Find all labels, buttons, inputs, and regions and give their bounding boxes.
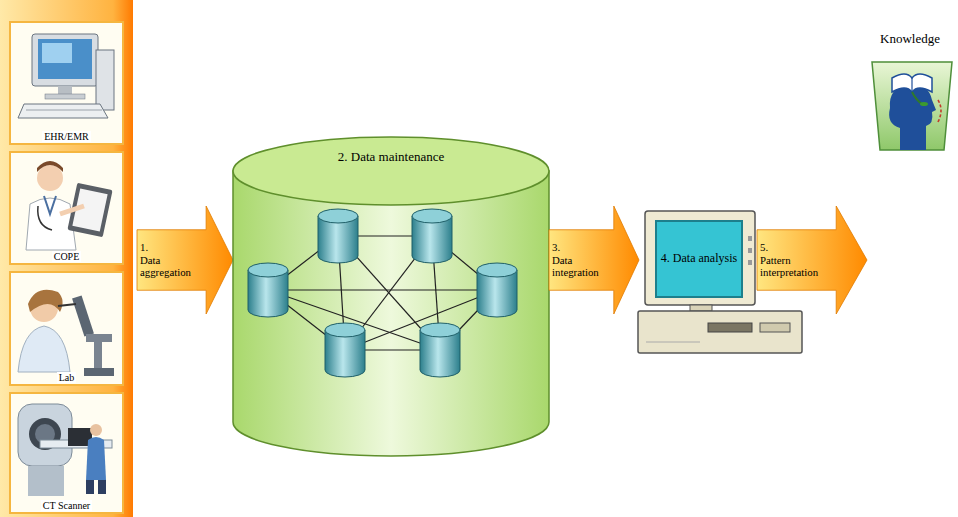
step-label: Knowledge bbox=[880, 32, 940, 47]
step-label: 4. Data analysis bbox=[661, 252, 737, 266]
database-cylinder bbox=[318, 209, 358, 263]
step-label: 2. Data maintenance bbox=[338, 150, 444, 165]
database-cylinder-main: 2. Data maintenance bbox=[232, 136, 550, 458]
arrow-shape bbox=[549, 206, 639, 314]
source-tile: CT Scanner bbox=[10, 393, 123, 513]
source-caption: EHR/EMR bbox=[42, 131, 90, 143]
source-caption: COPE bbox=[52, 251, 82, 263]
database-cylinder bbox=[325, 323, 365, 377]
mesh-lines bbox=[268, 236, 497, 350]
ehr-illustration bbox=[10, 22, 123, 144]
analysis-screen: 4. Data analysis bbox=[655, 220, 743, 298]
arrow-shape bbox=[757, 206, 867, 314]
source-panel bbox=[0, 0, 133, 517]
arrow-shape bbox=[137, 206, 233, 314]
database-cylinder bbox=[412, 209, 452, 263]
database-cylinder bbox=[477, 263, 517, 317]
source-tile: COPE bbox=[10, 152, 123, 264]
source-tile: Lab bbox=[10, 272, 123, 385]
knowledge-icon bbox=[872, 62, 952, 150]
source-tile: EHR/EMR bbox=[10, 22, 123, 144]
source-caption: Lab bbox=[57, 372, 77, 384]
cylinder-shape bbox=[232, 136, 550, 458]
knowledge-node: Knowledge bbox=[862, 32, 958, 160]
lab-illustration bbox=[10, 272, 123, 385]
cope-illustration bbox=[10, 152, 123, 264]
database-cylinder bbox=[420, 323, 460, 377]
step-arrow: 5. Pattern interpretation bbox=[757, 206, 958, 314]
source-caption: CT Scanner bbox=[41, 500, 92, 512]
database-cylinder bbox=[248, 263, 288, 317]
ct-illustration bbox=[10, 393, 123, 513]
